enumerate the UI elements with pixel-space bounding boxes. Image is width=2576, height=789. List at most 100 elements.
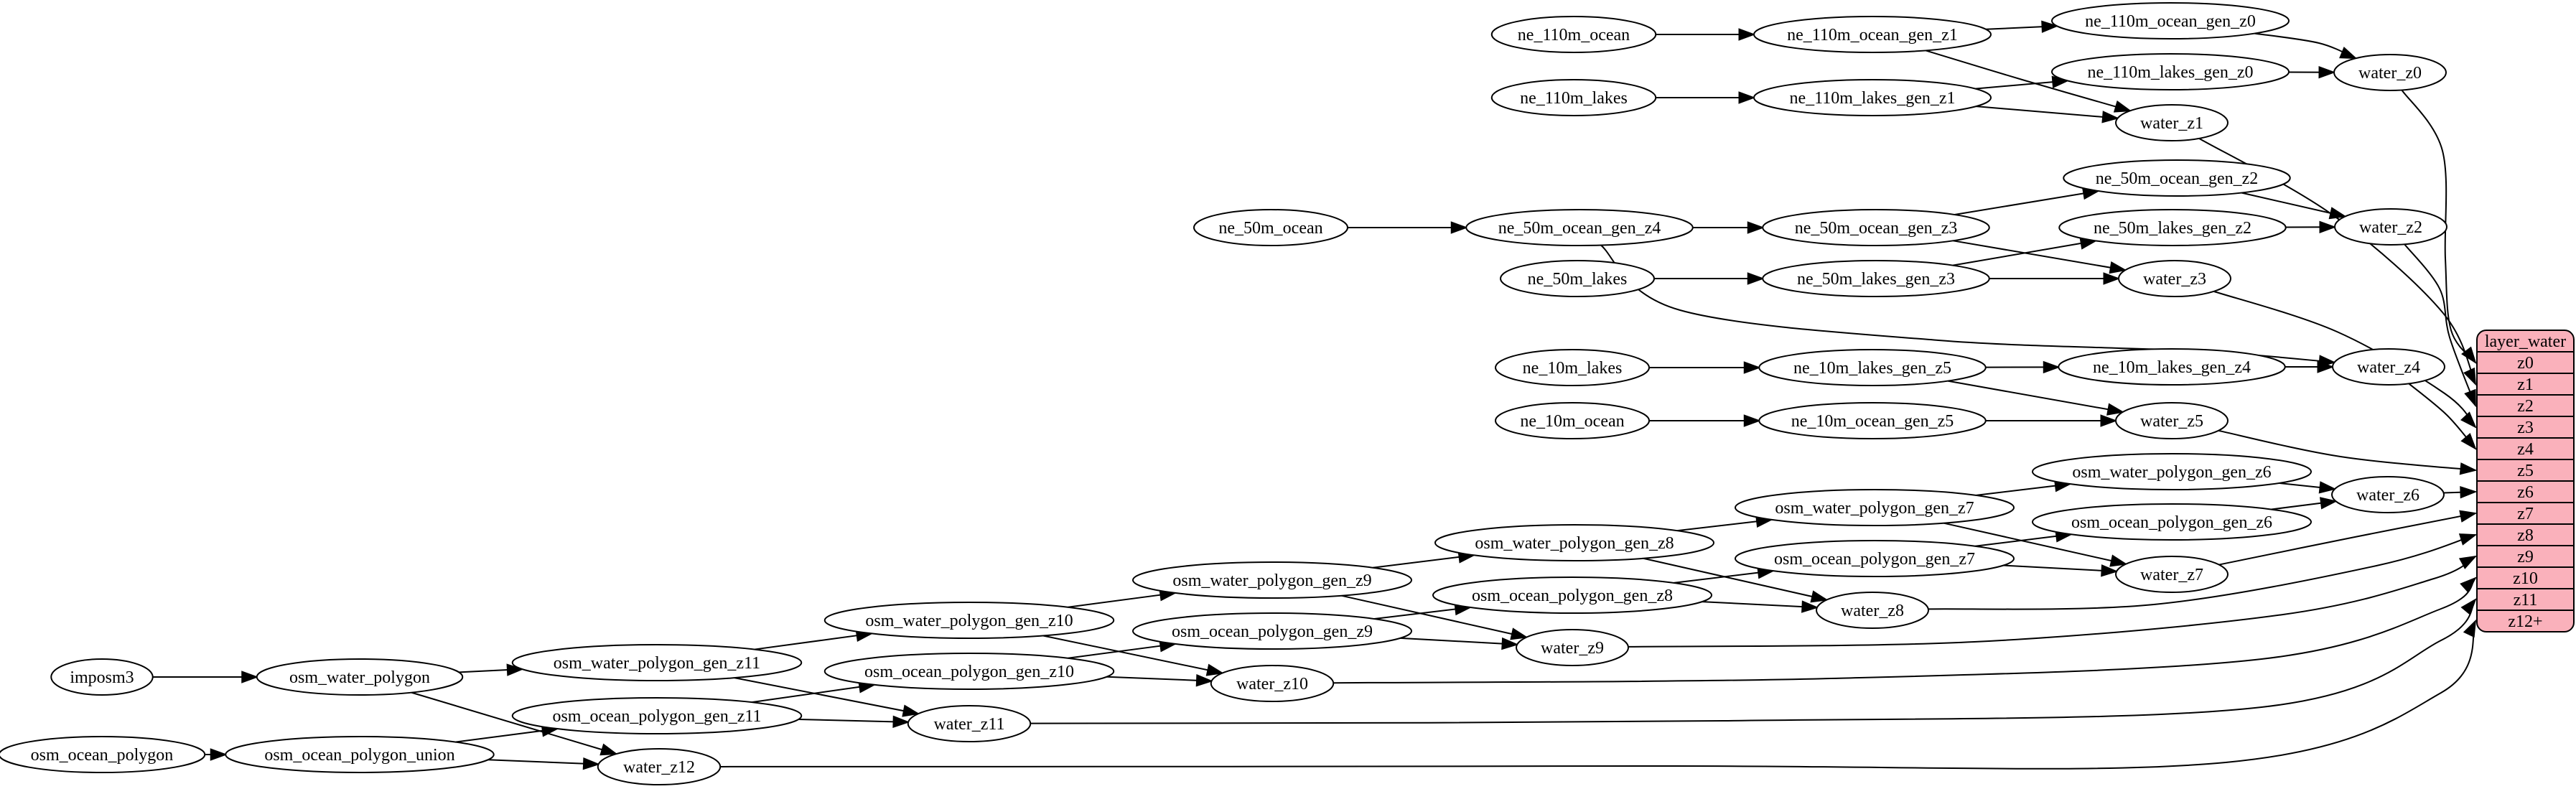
table-row-label-z11: z11 (2514, 591, 2538, 610)
node-label-ne_110m_lakes: ne_110m_lakes (1520, 89, 1628, 108)
node-label-ne_10m_lakes_gen_z4: ne_10m_lakes_gen_z4 (2093, 358, 2251, 377)
edge-osm_ocean_polygon_gen_z6-to-water_z6 (2271, 501, 2336, 510)
edge-osm_ocean_polygon_gen_z10-to-water_z10 (1106, 677, 1211, 681)
node-water_z2: water_z2 (2334, 208, 2447, 246)
node-label-osm_ocean_polygon_gen_z8: osm_ocean_polygon_gen_z8 (1472, 587, 1673, 605)
node-label-ne_50m_lakes_gen_z2: ne_50m_lakes_gen_z2 (2094, 219, 2251, 238)
node-label-osm_ocean_polygon: osm_ocean_polygon (31, 746, 174, 765)
node-osm_ocean_polygon_gen_z11: osm_ocean_polygon_gen_z11 (511, 697, 803, 734)
edge-osm_water_polygon_gen_z7-to-osm_water_polygon_gen_z6 (1976, 484, 2071, 496)
edge-osm_ocean_polygon_gen_z7-to-water_z7 (2003, 566, 2117, 571)
node-label-ne_50m_ocean: ne_50m_ocean (1218, 219, 1322, 238)
edge-osm_ocean_polygon_gen_z9-to-water_z9 (1400, 637, 1517, 645)
edge-water_z2-to-layer-water-z2 (2404, 243, 2476, 406)
node-label-osm_ocean_polygon_union: osm_ocean_polygon_union (264, 746, 454, 765)
edge-osm_ocean_polygon_union-to-water_z12 (487, 760, 599, 764)
node-ne_50m_ocean_gen_z4: ne_50m_ocean_gen_z4 (1465, 209, 1694, 246)
node-osm_water_polygon_gen_z10: osm_water_polygon_gen_z10 (823, 602, 1115, 639)
table-row-label-z5: z5 (2517, 462, 2534, 480)
node-osm_water_polygon_gen_z7: osm_water_polygon_gen_z7 (1735, 489, 2015, 526)
node-label-osm_water_polygon_gen_z9: osm_water_polygon_gen_z9 (1172, 571, 1371, 590)
node-ne_10m_lakes_gen_z4: ne_10m_lakes_gen_z4 (2058, 348, 2286, 386)
edge-osm_water_polygon_gen_z11-to-water_z11 (734, 677, 918, 714)
node-ne_10m_lakes: ne_10m_lakes (1495, 349, 1650, 386)
node-label-water_z12: water_z12 (623, 758, 695, 777)
edge-ne_110m_ocean_gen_z1-to-ne_110m_ocean_gen_z0 (1985, 26, 2057, 29)
edge-osm_ocean_polygon_union-to-osm_ocean_polygon_gen_z11 (455, 729, 557, 743)
edge-ne_110m_lakes_gen_z1-to-ne_110m_lakes_gen_z0 (1975, 80, 2068, 90)
node-label-osm_ocean_polygon_gen_z6: osm_ocean_polygon_gen_z6 (2071, 513, 2272, 532)
node-label-osm_water_polygon_gen_z7: osm_water_polygon_gen_z7 (1775, 499, 1974, 518)
node-ne_110m_lakes_gen_z1: ne_110m_lakes_gen_z1 (1753, 79, 1992, 116)
layer-water-table-title: layer_water (2485, 332, 2566, 351)
edge-ne_10m_lakes_gen_z5-to-water_z5 (1947, 380, 2123, 412)
edges-layer (152, 26, 2476, 769)
node-label-water_z5: water_z5 (2140, 412, 2203, 431)
table-row-label-z9: z9 (2517, 548, 2534, 566)
node-ne_50m_lakes: ne_50m_lakes (1500, 260, 1655, 297)
node-osm_water_polygon_gen_z8: osm_water_polygon_gen_z8 (1434, 524, 1714, 561)
edge-ne_110m_lakes_gen_z1-to-water_z1 (1976, 106, 2117, 118)
node-osm_water_polygon_gen_z9: osm_water_polygon_gen_z9 (1132, 561, 1412, 599)
node-osm_ocean_polygon: osm_ocean_polygon (0, 736, 206, 773)
edge-water_z10-to-layer-water-z10 (1333, 578, 2475, 684)
node-label-osm_ocean_polygon_gen_z9: osm_ocean_polygon_gen_z9 (1172, 622, 1373, 641)
node-label-imposm3: imposm3 (70, 668, 134, 687)
node-osm_ocean_polygon_gen_z6: osm_ocean_polygon_gen_z6 (2032, 503, 2312, 541)
node-water_z6: water_z6 (2331, 476, 2445, 513)
node-label-ne_50m_ocean_gen_z2: ne_50m_ocean_gen_z2 (2096, 169, 2259, 188)
node-ne_110m_ocean_gen_z1: ne_110m_ocean_gen_z1 (1753, 16, 1992, 53)
node-water_z11: water_z11 (907, 705, 1032, 742)
node-water_z4: water_z4 (2332, 348, 2445, 386)
node-label-ne_10m_ocean_gen_z5: ne_10m_ocean_gen_z5 (1791, 412, 1954, 431)
node-label-water_z7: water_z7 (2140, 566, 2203, 584)
node-label-ne_110m_ocean: ne_110m_ocean (1518, 26, 1630, 45)
table-row-label-z3: z3 (2517, 419, 2534, 437)
node-ne_50m_ocean_gen_z2: ne_50m_ocean_gen_z2 (2063, 159, 2291, 197)
edge-osm_ocean_polygon_gen_z11-to-osm_ocean_polygon_gen_z10 (752, 685, 874, 704)
node-label-water_z9: water_z9 (1541, 639, 1604, 658)
node-label-water_z2: water_z2 (2359, 218, 2422, 237)
edge-water_z0-to-layer-water-z0 (2401, 89, 2475, 363)
node-label-water_z1: water_z1 (2140, 114, 2203, 133)
edge-osm_water_polygon-to-water_z12 (411, 691, 616, 755)
edge-osm_water_polygon_gen_z9-to-osm_water_polygon_gen_z8 (1372, 555, 1474, 569)
node-water_z9: water_z9 (1516, 629, 1629, 666)
edge-osm_ocean_polygon_gen_z9-to-osm_ocean_polygon_gen_z8 (1374, 607, 1470, 620)
edge-osm_water_polygon_gen_z8-to-osm_water_polygon_gen_z7 (1677, 520, 1772, 532)
edge-osm_water_polygon_gen_z11-to-osm_water_polygon_gen_z10 (754, 633, 872, 650)
edge-ne_50m_ocean_gen_z3-to-water_z3 (1953, 240, 2125, 270)
nodes-layer: ne_110m_ocean ne_110m_ocean_gen_z1 ne_110m… (0, 2, 2447, 785)
edge-ne_50m_ocean_gen_z3-to-ne_50m_ocean_gen_z2 (1954, 191, 2098, 215)
node-label-water_z10: water_z10 (1236, 675, 1308, 694)
edge-water_z5-to-layer-water-z5 (2218, 429, 2475, 470)
node-ne_10m_lakes_gen_z5: ne_10m_lakes_gen_z5 (1758, 349, 1987, 386)
node-label-osm_water_polygon_gen_z6: osm_water_polygon_gen_z6 (2072, 463, 2271, 482)
edge-ne_50m_lakes_gen_z3-to-ne_50m_lakes_gen_z2 (1952, 241, 2096, 266)
node-label-ne_50m_ocean_gen_z4: ne_50m_ocean_gen_z4 (1498, 219, 1661, 238)
edge-osm_water_polygon-to-osm_water_polygon_gen_z11 (459, 669, 522, 672)
node-water_z7: water_z7 (2115, 556, 2229, 593)
edge-water_z8-to-layer-water-z8 (1928, 535, 2475, 610)
node-ne_110m_lakes_gen_z0: ne_110m_lakes_gen_z0 (2051, 53, 2290, 90)
node-water_z5: water_z5 (2115, 402, 2229, 439)
node-ne_50m_lakes_gen_z2: ne_50m_lakes_gen_z2 (2058, 209, 2287, 246)
node-ne_50m_ocean: ne_50m_ocean (1193, 209, 1348, 246)
node-label-water_z3: water_z3 (2143, 270, 2206, 289)
table-row-label-z12+: z12+ (2508, 612, 2542, 631)
node-label-osm_water_polygon_gen_z8: osm_water_polygon_gen_z8 (1475, 534, 1674, 553)
node-osm_ocean_polygon_gen_z10: osm_ocean_polygon_gen_z10 (823, 653, 1115, 690)
node-osm_water_polygon_gen_z6: osm_water_polygon_gen_z6 (2032, 453, 2312, 490)
edge-osm_ocean_polygon_gen_z8-to-water_z8 (1702, 602, 1817, 607)
table-row-label-z8: z8 (2517, 526, 2534, 545)
edge-water_z11-to-layer-water-z11 (1030, 599, 2475, 724)
edge-osm_ocean_polygon_gen_z10-to-osm_ocean_polygon_gen_z9 (1068, 644, 1175, 659)
node-label-ne_110m_ocean_gen_z1: ne_110m_ocean_gen_z1 (1787, 26, 1958, 45)
node-ne_50m_lakes_gen_z3: ne_50m_lakes_gen_z3 (1762, 260, 1990, 297)
node-osm_ocean_polygon_gen_z9: osm_ocean_polygon_gen_z9 (1132, 612, 1412, 650)
edge-ne_110m_ocean_gen_z1-to-water_z1 (1925, 50, 2130, 111)
node-water_z0: water_z0 (2333, 54, 2447, 91)
layer-water-table: layer_waterz0z1z2z3z4z5z6z7z8z9z10z11z12… (2476, 330, 2575, 632)
node-imposm3: imposm3 (50, 658, 154, 696)
